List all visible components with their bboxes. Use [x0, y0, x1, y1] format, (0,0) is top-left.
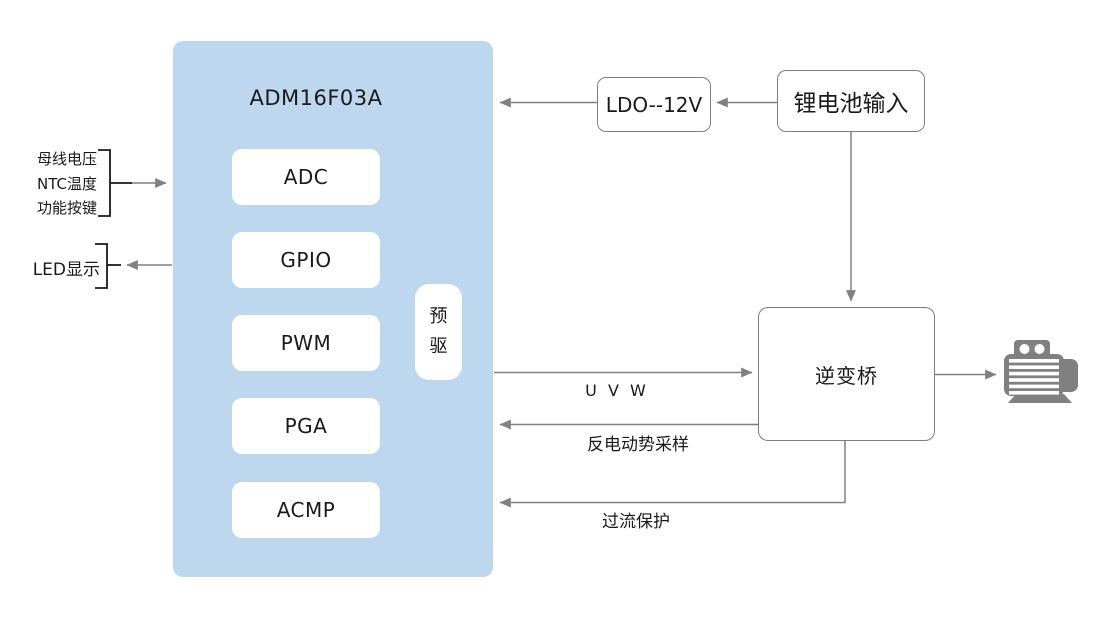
motor-base	[1008, 394, 1072, 403]
module-predriver-label: 预驱	[429, 306, 448, 357]
inverter-bridge-label: 逆变桥	[815, 363, 878, 388]
left-input-signals: 母线电压 NTC温度 功能按键	[22, 147, 97, 221]
inputs-bracket	[98, 149, 111, 217]
uvw-arrow-label: U V W	[585, 381, 649, 400]
ldo-label: LDO--12V	[605, 92, 703, 117]
module-gpio-label: GPIO	[280, 248, 332, 272]
back-emf-arrow-label: 反电动势采样	[587, 435, 689, 455]
led-display-label: LED显示	[32, 260, 100, 280]
module-pga-label: PGA	[284, 414, 328, 438]
left-input-ntc-temp: NTC温度	[37, 174, 97, 193]
module-adc-label: ADC	[283, 165, 329, 189]
motor-icon	[1004, 340, 1078, 403]
chip-title: ADM16F03A	[249, 86, 383, 110]
module-adc: ADC	[232, 149, 380, 205]
overcurrent-arrow-label: 过流保护	[602, 512, 670, 532]
module-predriver: 预驱	[415, 284, 462, 380]
left-input-bus-voltage: 母线电压	[36, 150, 97, 168]
module-pga: PGA	[232, 398, 380, 454]
module-acmp: ACMP	[232, 482, 380, 538]
inverter-bridge-block: 逆变桥	[758, 307, 935, 441]
battery-input-block: 锂电池输入	[777, 70, 925, 132]
module-pwm-label: PWM	[280, 331, 332, 355]
module-acmp-label: ACMP	[276, 498, 336, 522]
module-pwm: PWM	[232, 315, 380, 371]
battery-input-label: 锂电池输入	[793, 91, 909, 117]
module-gpio: GPIO	[232, 232, 380, 288]
ldo-block: LDO--12V	[597, 77, 711, 132]
left-input-function-keys: 功能按键	[36, 199, 97, 217]
